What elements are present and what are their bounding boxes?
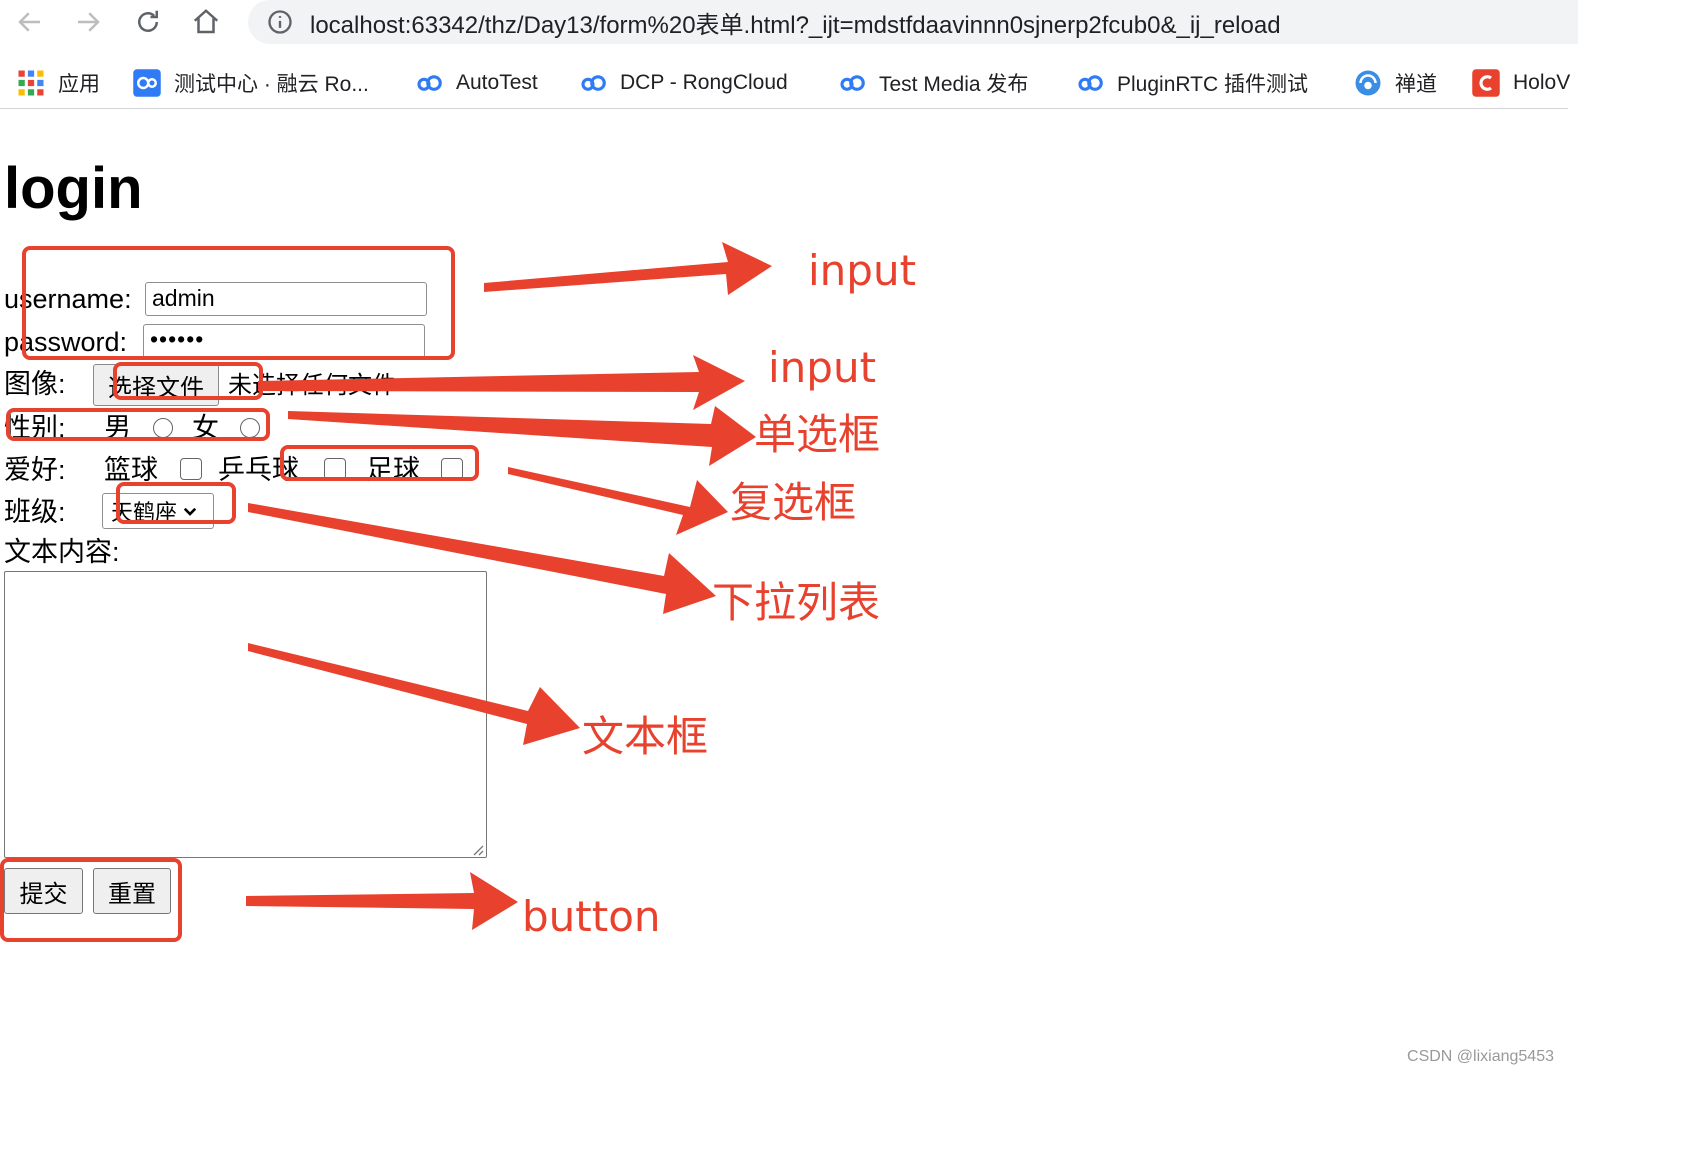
annotation-label-checkbox: 复选框 [730, 478, 857, 527]
image-label: 图像: [4, 369, 66, 399]
annotation-label-textarea: 文本框 [582, 712, 709, 761]
annotation-label-button: button [522, 892, 661, 941]
annotation-box-inputs [22, 246, 455, 360]
annotation-box-checkbox [280, 445, 479, 481]
rongcloud-test-icon [132, 68, 162, 98]
rongcloud-logo-icon [1075, 68, 1105, 98]
apps-grid-icon [16, 68, 46, 98]
submit-button[interactable]: 提交 [4, 868, 83, 914]
arrow-right-icon [78, 12, 100, 32]
page-title: login [4, 156, 143, 221]
content-label: 文本内容: [4, 537, 120, 567]
home-button[interactable] [186, 2, 226, 42]
url-text: localhost:63342/thz/Day13/form%20表单.html… [310, 12, 1281, 39]
bookmark-pluginrtc[interactable]: PluginRTC 插件测试 [1075, 68, 1308, 98]
zentao-icon [1353, 68, 1383, 98]
home-icon [193, 9, 219, 34]
bookmark-label: DCP - RongCloud [620, 71, 788, 94]
resize-grip-icon[interactable] [470, 842, 484, 856]
annotation-arrows [246, 242, 772, 930]
holo-c-icon [1471, 68, 1501, 98]
forward-button[interactable] [68, 2, 108, 42]
bookmark-label: Test Media 发布 [879, 73, 1029, 96]
bookmark-label: 测试中心 · 融云 Ro... [174, 73, 369, 96]
rongcloud-logo-icon [837, 68, 867, 98]
annotation-label-select: 下拉列表 [712, 578, 881, 627]
bookmark-label: AutoTest [456, 71, 538, 94]
content-textarea[interactable] [4, 571, 487, 858]
hobby-label: 爱好: [4, 455, 66, 485]
bookmark-label: 禅道 [1395, 73, 1437, 96]
bookmarks-bar: 应用 测试中心 · 融云 Ro... AutoTest DCP - RongCl… [0, 60, 1570, 109]
annotation-label-input-file: input [768, 343, 877, 392]
reload-button[interactable] [128, 2, 168, 42]
password-input[interactable]: •••••• [143, 324, 425, 358]
annotation-label-input: input [808, 246, 917, 295]
bookmark-label: 应用 [58, 73, 100, 96]
bookmark-dcp[interactable]: DCP - RongCloud [578, 68, 788, 98]
bookmark-label: PluginRTC 插件测试 [1117, 73, 1308, 96]
annotation-box-file [113, 362, 263, 400]
watermark: CSDN @lixiang5453 [1407, 1048, 1554, 1065]
annotation-box-button [0, 858, 182, 942]
rongcloud-logo-icon [414, 68, 444, 98]
browser-toolbar: localhost:63342/thz/Day13/form%20表单.html… [0, 0, 1578, 44]
rongcloud-logo-icon [578, 68, 608, 98]
bookmark-autotest[interactable]: AutoTest [414, 68, 538, 98]
arrow-left-icon [18, 12, 40, 32]
annotation-box-radio [6, 408, 270, 441]
bookmark-holov[interactable]: HoloV [1471, 68, 1570, 98]
reload-icon [138, 10, 158, 32]
chevron-down-icon [183, 507, 197, 516]
info-icon[interactable] [266, 8, 294, 36]
bookmark-test-media[interactable]: Test Media 发布 [837, 68, 1028, 98]
username-input[interactable]: admin [145, 282, 427, 316]
back-button[interactable] [10, 2, 50, 42]
bookmark-zentao[interactable]: 禅道 [1353, 68, 1437, 98]
bookmark-test-center[interactable]: 测试中心 · 融云 Ro... [132, 68, 369, 98]
arrow-to-input-1 [484, 242, 772, 295]
address-bar[interactable]: localhost:63342/thz/Day13/form%20表单.html… [248, 0, 1578, 44]
bookmark-label: HoloV [1513, 71, 1571, 94]
arrow-to-checkbox [508, 467, 728, 535]
arrow-to-button [246, 872, 518, 930]
bookmark-apps[interactable]: 应用 [16, 68, 100, 98]
class-label: 班级: [4, 497, 66, 527]
reset-button[interactable]: 重置 [93, 868, 171, 914]
annotation-label-radio: 单选框 [754, 410, 881, 459]
hobby-basketball-label: 篮球 [104, 455, 158, 485]
annotation-box-select [116, 482, 236, 524]
hobby-basketball-checkbox[interactable] [180, 458, 202, 480]
